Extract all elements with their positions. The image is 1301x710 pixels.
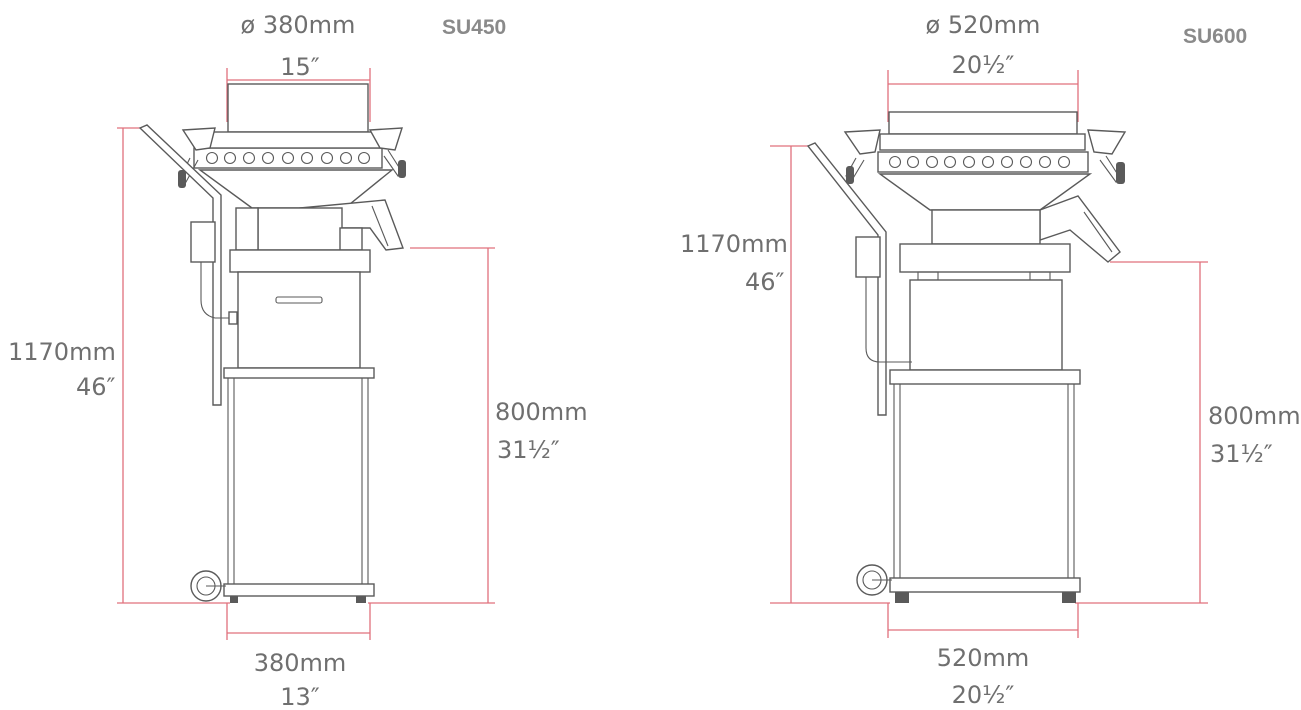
su450-base-width-mm: 380mm [254, 649, 347, 677]
su600-height-total-in: 46″ [745, 268, 785, 296]
su450-machine [138, 83, 406, 603]
su600-drawing: ø 520mm 20½″ SU600 1170mm 46″ 800mm 31½″… [680, 11, 1301, 709]
su600-model-label: SU600 [1183, 25, 1247, 48]
su600-top-diameter-in: 20½″ [952, 51, 1015, 79]
su450-height-total-mm: 1170mm [8, 338, 116, 366]
su450-dimension-lines [117, 68, 495, 640]
su450-model-label: SU450 [442, 16, 506, 39]
su450-outlet-height-mm: 800mm [495, 398, 588, 426]
su600-dimension-lines [770, 70, 1208, 638]
su600-machine [806, 111, 1127, 603]
su600-outlet-height-in: 31½″ [1210, 440, 1273, 468]
su450-base-width-in: 13″ [280, 683, 320, 710]
su450-outlet-height-in: 31½″ [497, 436, 560, 464]
su600-height-total-mm: 1170mm [680, 230, 788, 258]
su600-outlet-height-mm: 800mm [1208, 402, 1301, 430]
su600-base-width-in: 20½″ [952, 681, 1015, 709]
su450-height-total-in: 46″ [76, 373, 116, 401]
su450-top-diameter-in: 15″ [280, 53, 320, 81]
su600-top-diameter-mm: ø 520mm [926, 11, 1041, 39]
su600-base-width-mm: 520mm [937, 644, 1030, 672]
su450-top-diameter-mm: ø 380mm [241, 11, 356, 39]
su450-drawing: ø 380mm 15″ SU450 1170mm 46″ 800mm 31½″ … [8, 11, 588, 710]
